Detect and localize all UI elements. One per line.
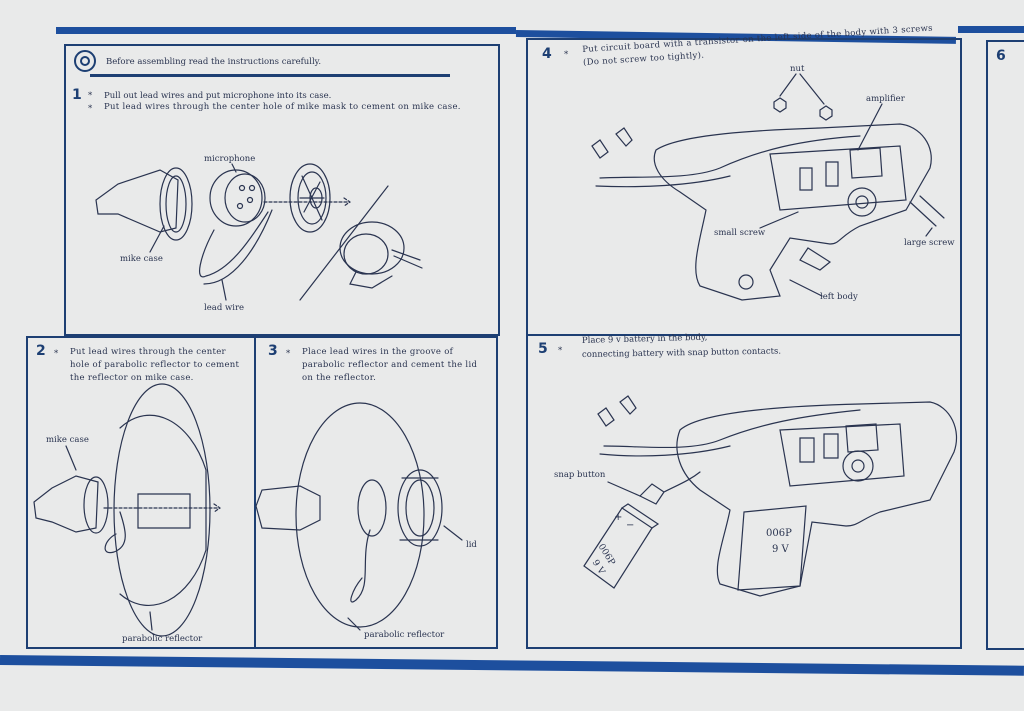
lid-drawing (397, 469, 443, 547)
leader-snap-button (607, 481, 641, 497)
leader-large-screw (925, 227, 933, 237)
label-mike-case-2: mike case (46, 435, 89, 445)
leader-parabolic-reflector-2 (149, 611, 153, 631)
panel-step-5 (526, 334, 962, 649)
lead-wire-step-5 (599, 409, 861, 457)
step-2-number: 2 (36, 343, 46, 359)
nut-screws (773, 97, 833, 121)
arrow-step-1 (263, 197, 352, 207)
snap-button (638, 471, 701, 505)
leader-parabolic-reflector-3 (347, 617, 361, 631)
large-screws (909, 195, 945, 227)
label-microphone: microphone (204, 154, 256, 164)
body-battery-code: 006P (766, 528, 792, 539)
top-band-far-right (958, 26, 1024, 33)
step-2-star: * (54, 349, 59, 359)
arrow-step-2 (103, 503, 222, 513)
gun-body-drawing-4 (653, 123, 932, 301)
label-nut: nut (790, 64, 805, 74)
label-snap-button: snap button (554, 470, 606, 480)
top-band-left (56, 27, 516, 34)
gun-body-drawing-5 (676, 401, 958, 597)
label-lead-wire: lead wire (204, 303, 245, 313)
leader-lead-wire (221, 279, 227, 301)
body-battery-volt: 9 V (772, 544, 789, 555)
step-3-text: Place lead wires in the groove of parabo… (302, 347, 478, 383)
header-note: Before assembling read the instructions … (106, 57, 322, 67)
label-left-body: left body (820, 292, 858, 302)
label-amplifier: amplifier (866, 94, 905, 104)
step-3-number: 3 (268, 343, 278, 359)
step-4-star: * (564, 50, 569, 60)
mike-case-drawing-2 (33, 475, 109, 534)
leader-left-body (789, 279, 823, 297)
mike-case-drawing (95, 167, 193, 241)
mike-mask-drawing (289, 163, 331, 233)
panel-step-3 (254, 336, 498, 649)
label-large-screw: large screw (904, 238, 955, 248)
label-parabolic-reflector-3: parabolic reflector (364, 630, 445, 640)
header-underline (90, 74, 450, 77)
battery-plus: + (614, 512, 623, 523)
label-lid: lid (466, 540, 477, 550)
step-2-text: Put lead wires through the center hole o… (70, 347, 240, 383)
plug-step-5 (597, 395, 637, 427)
leader-nut (779, 73, 825, 105)
label-small-screw: small screw (714, 228, 766, 238)
leader-microphone (231, 163, 237, 173)
divider-slash (299, 185, 389, 301)
step-1-star-a: * (88, 91, 93, 101)
label-mike-case: mike case (120, 254, 163, 264)
leader-lid (443, 525, 463, 541)
step-1-line-2: Put lead wires through the center hole o… (104, 102, 461, 112)
leader-mike-case-2 (65, 445, 77, 471)
panel-step-6 (986, 40, 1024, 650)
assembled-mike-drawing (339, 221, 423, 289)
label-parabolic-reflector-2: parabolic reflector (122, 634, 203, 644)
plug-step-4 (591, 127, 633, 159)
parabolic-reflector-drawing-2 (113, 383, 211, 637)
leader-mike-case (149, 225, 165, 253)
lead-wire-step-2 (104, 511, 126, 554)
step-1-star-b: * (88, 104, 93, 114)
battery-minus: − (626, 520, 635, 531)
step-5-number: 5 (538, 341, 548, 357)
step-6-number: 6 (996, 48, 1006, 64)
battery-drawing (583, 503, 660, 589)
step-1-number: 1 (72, 87, 82, 103)
step-5-star: * (558, 346, 563, 356)
lead-wire-step-4 (595, 135, 861, 188)
step-1-line-1: Pull out lead wires and put microphone i… (104, 91, 332, 101)
lead-wire-step-1 (199, 209, 273, 285)
parabolic-reflector-drawing-3 (255, 402, 425, 628)
step-4-number: 4 (542, 46, 552, 62)
lead-wire-step-3 (350, 529, 371, 603)
step-3-star: * (286, 349, 291, 359)
microphone-drawing (209, 169, 266, 227)
target-icon (74, 50, 96, 72)
leader-amplifier (857, 103, 883, 151)
leader-small-screw (759, 211, 799, 229)
panel-step-1 (64, 44, 500, 336)
